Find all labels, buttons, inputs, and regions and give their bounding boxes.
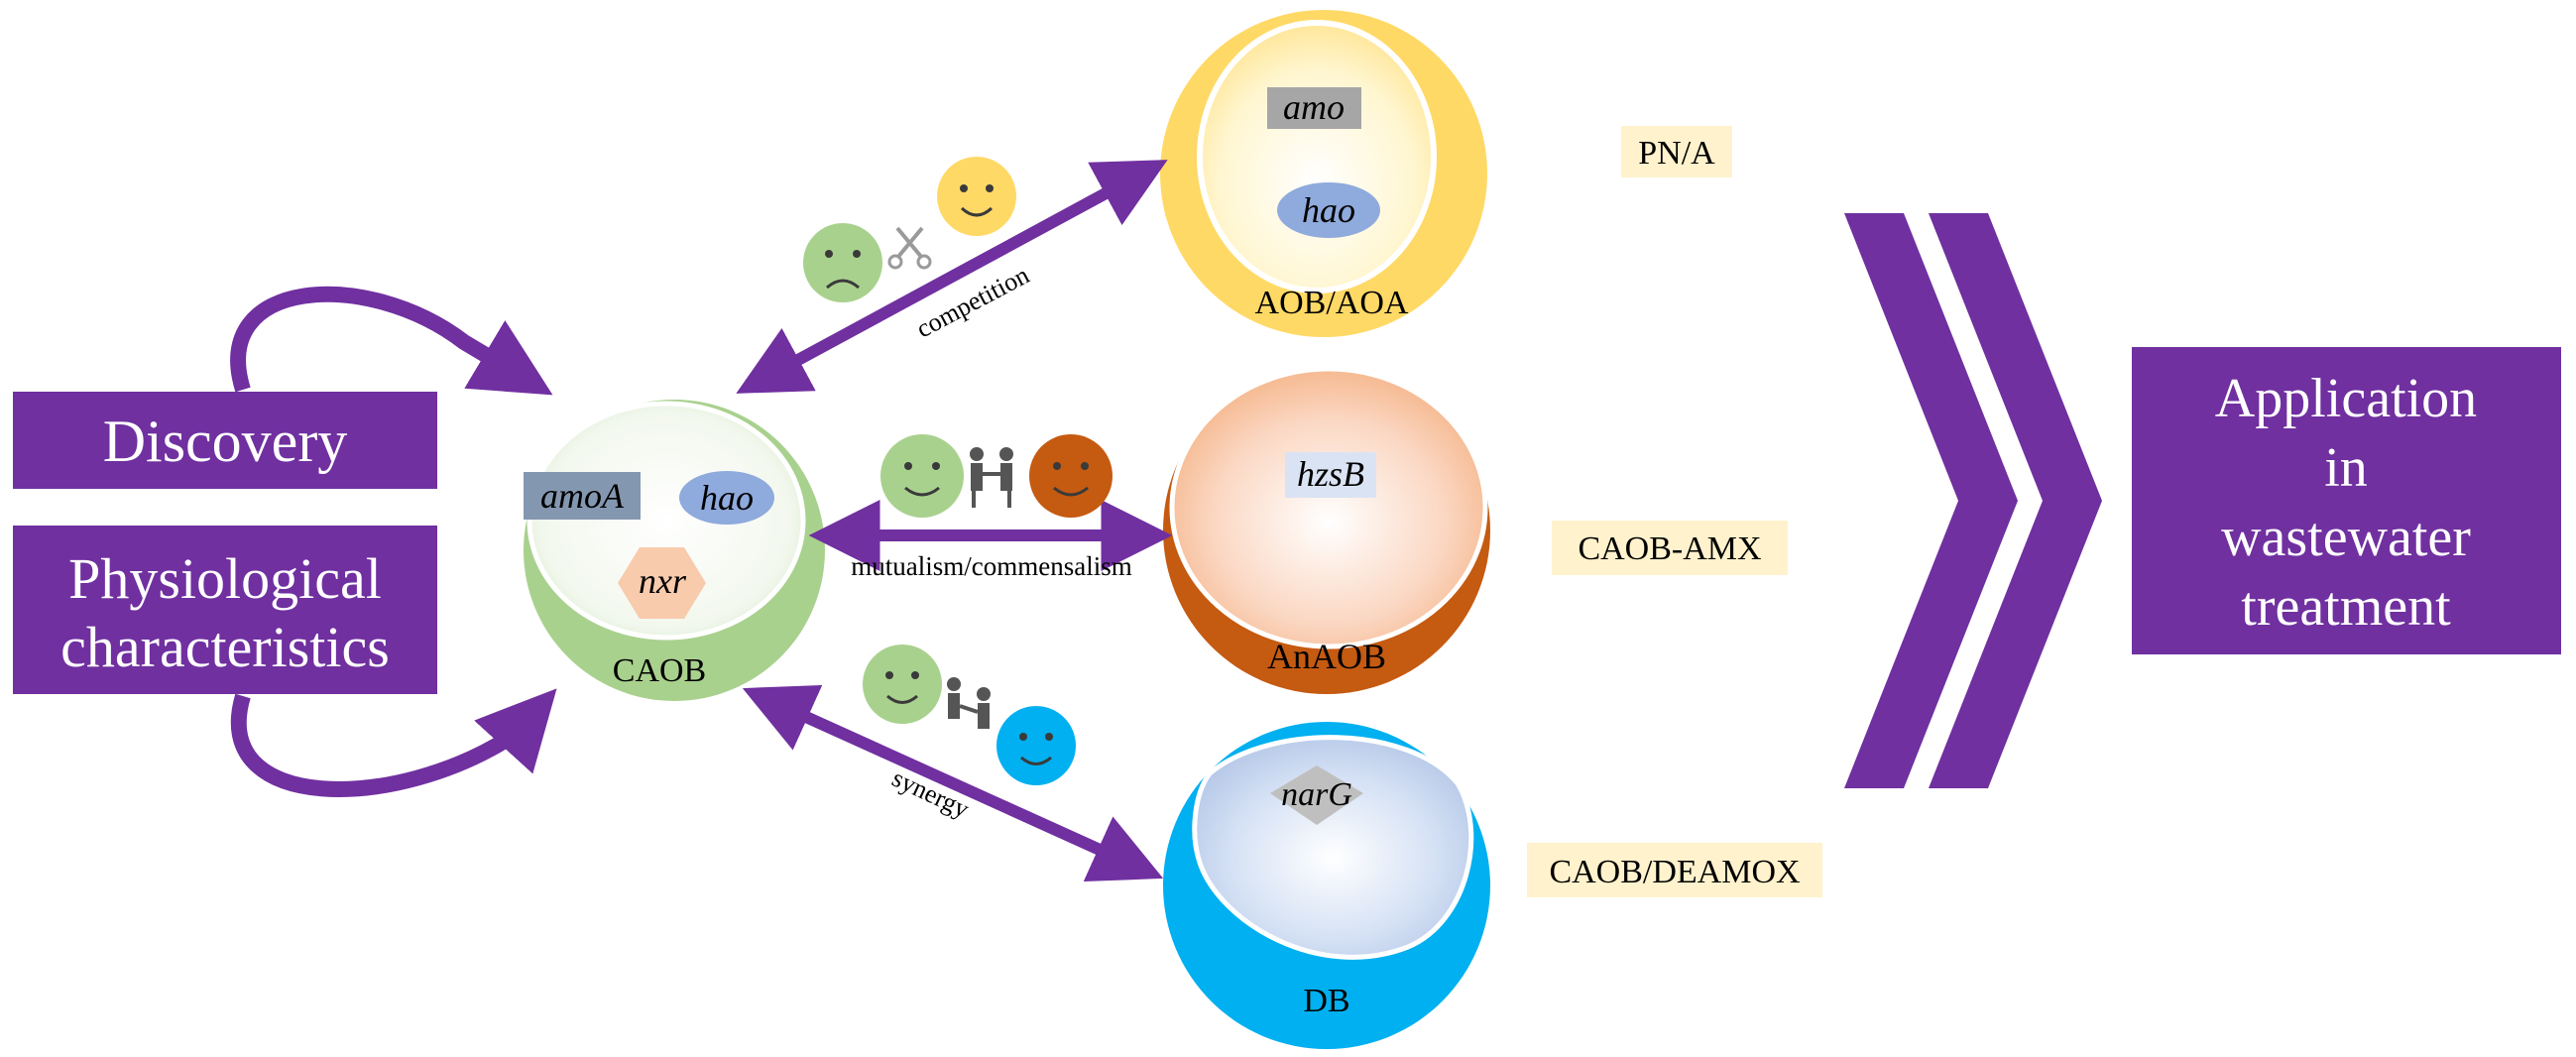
nxr-gene-hexagon: [618, 547, 706, 619]
sad-face-icon: [803, 223, 882, 302]
anaob-label: AnAOB: [1267, 637, 1386, 676]
caob-label: CAOB: [613, 652, 706, 689]
synergy-arrow: [742, 684, 1164, 882]
mutualism-label: mutualism/commensalism: [851, 551, 1131, 581]
application-line2: in: [2324, 437, 2368, 499]
caob-amx-box: CAOB-AMX: [1552, 521, 1788, 575]
happy-face-orange-icon: [1029, 434, 1112, 518]
caob-hao-gene-shape: [679, 471, 774, 525]
application-line3: wastewater: [2221, 507, 2471, 568]
curved-arrow-top: [230, 286, 553, 396]
anaob-cell: hzsB AnAOB: [1163, 366, 1490, 694]
nxr-gene-label: nxr: [639, 561, 687, 601]
db-label: DB: [1303, 983, 1349, 1019]
caob-cell: amoA hao nxr CAOB: [524, 400, 825, 701]
amoA-gene-box: [524, 472, 641, 520]
aob-hao-gene-shape: [1277, 182, 1380, 238]
application-box: Application in wastewater treatment: [2132, 347, 2561, 654]
chevron-right-icon: [1844, 213, 2018, 788]
aob-label: AOB/AOA: [1255, 285, 1409, 321]
narG-gene-diamond: [1270, 765, 1363, 825]
physiological-label: Physiological: [68, 546, 382, 611]
handshake-2-icon: [947, 677, 991, 729]
chevron-right-2-icon: [1929, 213, 2102, 788]
happy-face-blue-icon: [996, 706, 1076, 785]
happy-face-green-2-icon: [863, 645, 942, 724]
db-cell: narG DB: [1163, 722, 1490, 1049]
pna-box: PN/A: [1621, 126, 1732, 177]
application-line1: Application: [2215, 368, 2477, 429]
competition-arrow: [736, 160, 1168, 394]
hzsB-gene-box: [1285, 452, 1376, 498]
hzsB-gene-label: hzsB: [1297, 454, 1364, 494]
discovery-label: Discovery: [103, 409, 348, 474]
handshake-icon: [970, 447, 1013, 508]
aob-hao-gene-label: hao: [1302, 190, 1355, 230]
competition-label: competition: [911, 261, 1033, 344]
caob-amx-label: CAOB-AMX: [1578, 530, 1761, 567]
aob-cell: amo hao AOB/AOA: [1160, 10, 1487, 337]
application-line4: treatment: [2241, 576, 2451, 638]
happy-face-green-icon: [880, 434, 964, 518]
characteristics-label: characteristics: [60, 615, 390, 679]
amoA-gene-label: amoA: [540, 476, 625, 516]
caob-deamox-box: CAOB/DEAMOX: [1527, 843, 1822, 897]
narG-gene-label: narG: [1281, 776, 1352, 813]
caob-hao-gene-label: hao: [700, 478, 754, 518]
discovery-box: Discovery: [13, 392, 437, 489]
scissors-icon: [887, 226, 932, 270]
curved-arrow-bottom: [230, 688, 557, 797]
pna-label: PN/A: [1638, 135, 1715, 172]
happy-face-yellow-icon: [937, 157, 1016, 236]
caob-deamox-label: CAOB/DEAMOX: [1549, 854, 1800, 890]
amo-gene-label: amo: [1283, 87, 1345, 127]
amo-gene-box: [1267, 87, 1361, 129]
physiological-box: Physiological characteristics: [13, 526, 437, 694]
